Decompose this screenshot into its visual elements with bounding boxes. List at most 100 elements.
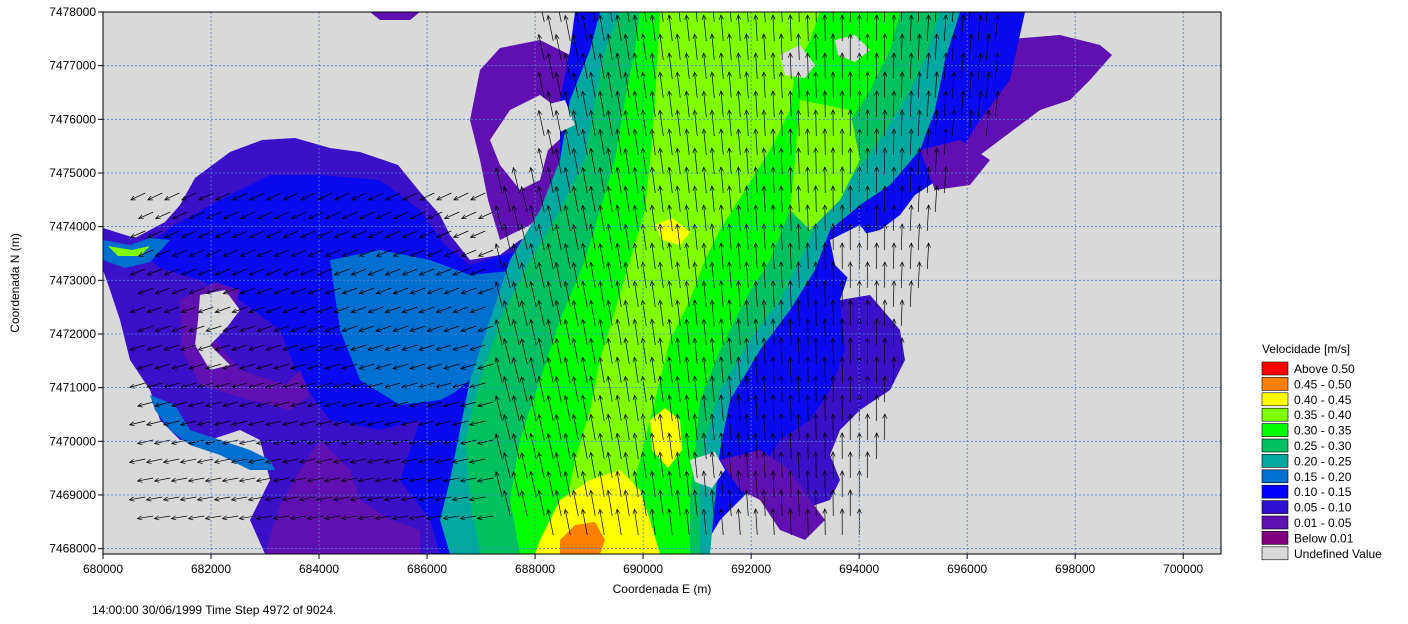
vector-arrowhead xyxy=(916,261,922,267)
vector-arrowhead xyxy=(761,109,767,115)
vector-arrow xyxy=(317,268,333,276)
vector-arrow xyxy=(815,185,817,213)
vector-arrow xyxy=(137,325,154,332)
vector-arrowhead xyxy=(701,508,707,514)
vector-arrowhead xyxy=(787,204,793,210)
vector-arrow xyxy=(435,496,452,501)
vector-arrow xyxy=(426,477,443,482)
vector-arrowhead xyxy=(571,299,577,306)
vector-arrowhead xyxy=(469,346,476,351)
vector-arrow xyxy=(607,414,613,441)
vector-arrowhead xyxy=(546,470,552,477)
vector-arrow xyxy=(815,337,817,365)
vector-arrow xyxy=(807,357,809,384)
vector-arrow xyxy=(290,401,307,407)
vector-arrowhead xyxy=(709,451,715,457)
vector-arrowhead xyxy=(761,337,767,343)
vector-arrowhead xyxy=(675,375,681,382)
vector-arrowhead xyxy=(222,214,229,220)
y-tick-label: 7473000 xyxy=(49,273,96,287)
vector-arrowhead xyxy=(847,299,853,305)
vector-arrowhead xyxy=(709,489,715,495)
vector-arrow xyxy=(444,211,460,219)
vector-arrowhead xyxy=(632,128,638,135)
vector-arrow xyxy=(883,413,886,441)
vector-arrowhead xyxy=(640,185,646,192)
vector-arrowhead xyxy=(736,166,742,172)
vector-arrowhead xyxy=(649,90,655,97)
vector-arrow xyxy=(325,287,341,294)
vector-arrowhead xyxy=(298,421,305,427)
vector-arrow xyxy=(764,12,766,23)
vector-arrow xyxy=(521,262,528,289)
vector-arrowhead xyxy=(899,185,905,191)
vector-arrow xyxy=(720,205,724,232)
vector-arrow xyxy=(435,458,452,463)
vector-arrow xyxy=(892,91,895,118)
vector-arrowhead xyxy=(761,299,767,305)
vector-arrow xyxy=(181,306,197,313)
vector-arrowhead xyxy=(822,14,828,20)
vector-arrowhead xyxy=(787,470,793,476)
vector-arrowhead xyxy=(154,402,160,408)
vector-arrowhead xyxy=(787,14,793,20)
legend-label: 0.15 - 0.20 xyxy=(1294,470,1352,484)
vector-arrowhead xyxy=(298,459,305,464)
vector-arrow xyxy=(189,287,205,294)
vector-arrow xyxy=(564,15,571,42)
vector-arrowhead xyxy=(658,299,663,306)
vector-arrowhead xyxy=(580,508,586,515)
vector-arrowhead xyxy=(830,261,836,267)
vector-arrowhead xyxy=(520,489,525,496)
vector-arrowhead xyxy=(692,33,698,39)
vector-arrowhead xyxy=(623,71,629,78)
vector-arrow xyxy=(763,414,766,441)
vector-arrow xyxy=(634,205,639,232)
vector-arrowhead xyxy=(891,242,897,248)
vector-arrowhead xyxy=(925,242,931,248)
vector-arrow xyxy=(934,148,938,175)
vector-arrowhead xyxy=(299,270,306,276)
vector-arrowhead xyxy=(214,233,221,238)
vector-arrowhead xyxy=(580,166,586,173)
vector-arrowhead xyxy=(494,394,500,401)
vector-arrowhead xyxy=(709,375,715,381)
vector-arrow xyxy=(624,262,630,289)
vector-arrow xyxy=(624,148,630,175)
vector-arrowhead xyxy=(727,337,732,343)
vector-arrow xyxy=(737,91,741,118)
vector-arrow xyxy=(214,420,231,426)
vector-arrowhead xyxy=(247,496,254,502)
vector-arrow xyxy=(590,72,596,99)
vector-arrowhead xyxy=(778,299,784,305)
vector-arrowhead xyxy=(615,508,621,515)
vector-arrowhead xyxy=(256,327,263,333)
vector-arrow xyxy=(703,433,707,460)
vector-arrow xyxy=(780,490,783,517)
vector-arrowhead xyxy=(511,242,517,249)
vector-arrow xyxy=(155,287,171,294)
vector-arrowhead xyxy=(341,252,348,257)
x-tick-label: 698000 xyxy=(1055,562,1095,576)
vector-arrowhead xyxy=(805,166,811,172)
vector-arrowhead xyxy=(632,432,638,439)
legend-label: 0.40 - 0.45 xyxy=(1294,393,1352,407)
vector-arrow xyxy=(728,186,732,213)
vector-arrow xyxy=(883,375,886,403)
vector-arrowhead xyxy=(658,0,662,1)
vector-arrowhead xyxy=(188,289,195,295)
vector-arrow xyxy=(797,186,800,213)
vector-arrowhead xyxy=(882,33,888,39)
vector-arrowhead xyxy=(180,346,187,351)
vector-arrow xyxy=(282,382,299,388)
vector-arrow xyxy=(926,129,930,156)
vector-arrow xyxy=(676,224,681,251)
vector-arrow xyxy=(547,281,554,308)
vector-arrow xyxy=(909,91,912,118)
vector-arrow xyxy=(521,338,528,365)
vector-arrow xyxy=(815,33,817,61)
vector-arrow xyxy=(452,344,469,351)
vector-arrowhead xyxy=(290,252,297,257)
vector-arrow xyxy=(720,15,724,42)
vector-arrow xyxy=(188,325,205,332)
